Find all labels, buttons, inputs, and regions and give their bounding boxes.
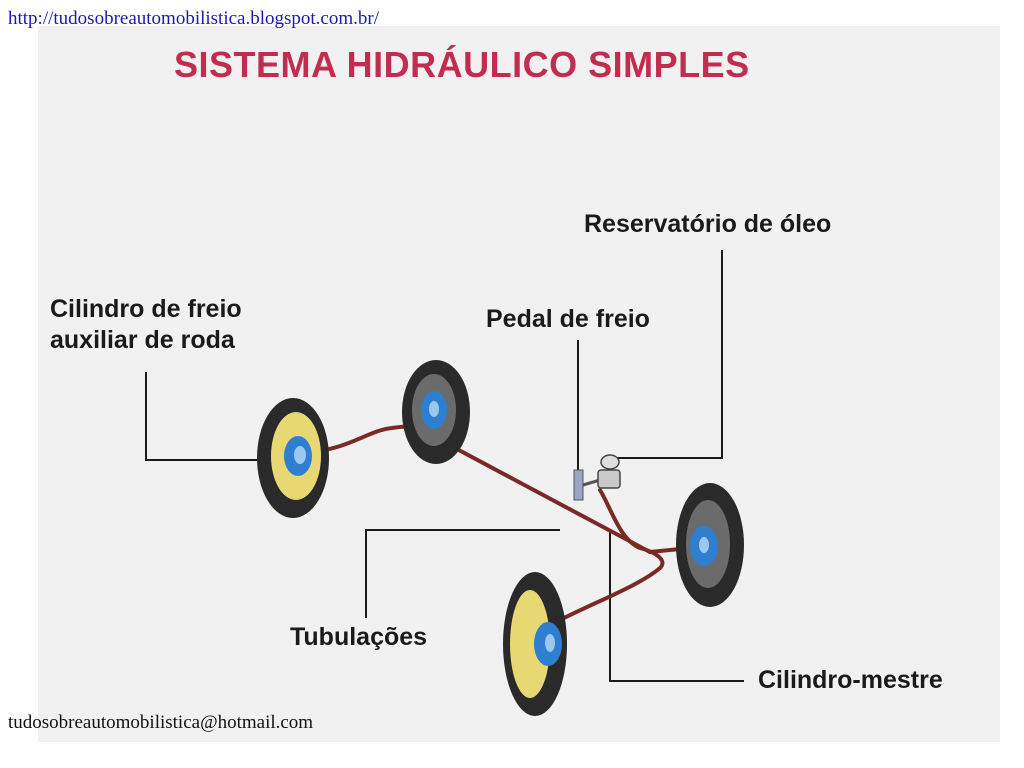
leader-lines <box>145 250 744 682</box>
label-brake-pedal: Pedal de freio <box>486 305 650 333</box>
brake-lines <box>310 424 692 622</box>
label-wheel-cylinder-line2: auxiliar de roda <box>50 326 235 354</box>
wheel-front-left <box>257 398 329 518</box>
brake-pedal <box>573 469 584 501</box>
diagram-title: SISTEMA HIDRÁULICO SIMPLES <box>174 44 750 85</box>
label-pipes: Tubulações <box>290 623 428 651</box>
pedal-and-master-cylinder <box>573 454 621 501</box>
master-cylinder <box>597 469 621 489</box>
contact-email: tudosobreautomobilistica@hotmail.com <box>8 712 314 733</box>
oil-reservoir <box>600 454 620 470</box>
wheel-front-right <box>402 360 470 464</box>
leader-wheel-cylinder <box>145 372 260 461</box>
leader-oil-reservoir <box>608 250 723 459</box>
wheel-rear-left <box>503 572 567 716</box>
brake-line-rear <box>558 488 665 622</box>
label-wheel-cylinder-line1: Cilindro de freio <box>50 295 242 323</box>
label-master-cylinder: Cilindro-mestre <box>758 666 943 694</box>
label-wheel-cylinder: Cilindro de freio auxiliar de roda <box>50 294 242 356</box>
wheel-rear-right <box>676 483 744 607</box>
label-oil-reservoir: Reservatório de óleo <box>584 210 832 238</box>
brake-line-front-right <box>438 438 652 554</box>
source-url: http://tudosobreautomobilistica.blogspot… <box>8 8 379 29</box>
leader-pipes <box>365 529 560 618</box>
leader-master-cylinder <box>609 530 744 682</box>
